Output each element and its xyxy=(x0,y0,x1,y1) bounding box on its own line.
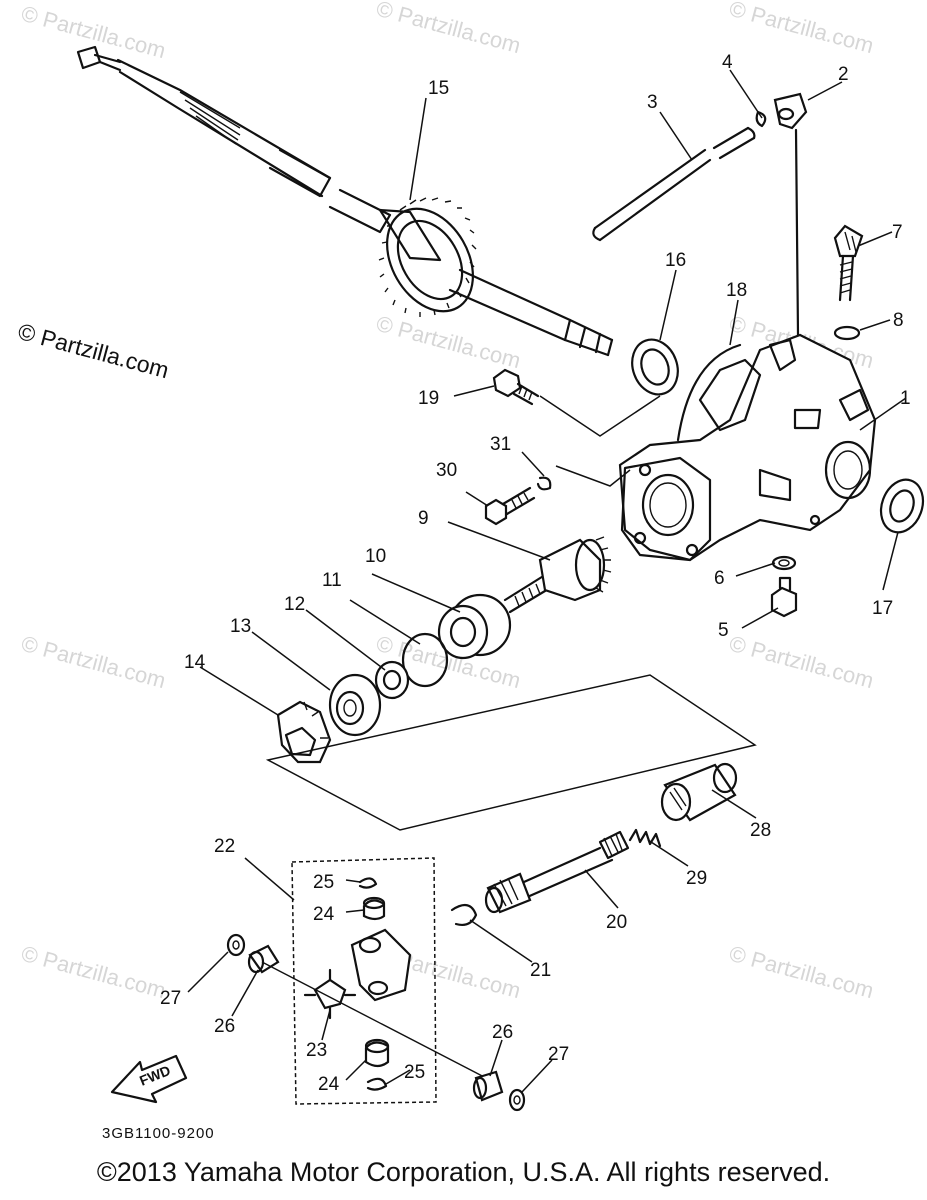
universal-joint-box xyxy=(291,857,437,1105)
callout-3: 3 xyxy=(647,92,658,113)
pinion-bearing xyxy=(437,593,512,660)
callout-14: 14 xyxy=(184,652,206,673)
circlip xyxy=(450,903,478,927)
hose-clip xyxy=(755,110,767,128)
callout-17: 17 xyxy=(872,598,893,619)
bearing-retainer xyxy=(276,700,332,764)
flange-bolt xyxy=(484,486,536,526)
callout-10: 10 xyxy=(365,546,386,567)
breather-hose xyxy=(592,126,756,242)
drain-plug xyxy=(770,576,798,618)
callout-23: 23 xyxy=(306,1040,327,1061)
lock-washer xyxy=(536,476,552,491)
pinion-gear xyxy=(503,536,612,614)
assembly-outline xyxy=(265,674,757,831)
dust-cap-right xyxy=(472,1070,504,1102)
callout-15: 15 xyxy=(428,78,449,99)
drive-shaft xyxy=(484,830,630,914)
copyright-notice: ©2013 Yamaha Motor Corporation, U.S.A. A… xyxy=(96,1157,831,1187)
o-ring xyxy=(833,325,861,341)
oil-seal xyxy=(631,338,679,396)
callout-4: 4 xyxy=(722,52,733,73)
callout-1: 1 xyxy=(900,388,911,409)
watermark: © Partzilla.com xyxy=(727,941,877,1004)
washer-left xyxy=(226,933,246,957)
callout-20: 20 xyxy=(606,912,627,933)
oil-seal-right xyxy=(879,478,925,534)
circlip-upper xyxy=(358,877,378,889)
watermark: © Partzilla.com xyxy=(374,0,524,58)
fwd-arrow-icon: FWD xyxy=(110,1054,188,1104)
bearing-cup-upper xyxy=(362,896,386,921)
fwd-label: FWD xyxy=(137,1062,173,1089)
callout-27-left: 27 xyxy=(160,988,181,1009)
bearing-cup-lower xyxy=(364,1038,390,1068)
watermark: © Partzilla.com xyxy=(19,941,169,1004)
callout-9: 9 xyxy=(418,508,429,529)
watermark: © Partzilla.com xyxy=(19,1,169,64)
callout-22: 22 xyxy=(214,836,235,857)
assembly-centerline xyxy=(261,961,491,1081)
circlip-lower xyxy=(366,1077,388,1091)
drawing-code: 3GB1100-9200 xyxy=(102,1125,215,1142)
callout-labels: 2 4 3 15 7 16 18 8 1 19 31 30 9 10 11 12… xyxy=(160,52,911,1095)
callout-25-upper: 25 xyxy=(313,872,334,893)
callout-16: 16 xyxy=(665,250,686,271)
watermark: © Partzilla.com xyxy=(727,0,877,58)
callout-12: 12 xyxy=(284,594,305,615)
axle-shaft xyxy=(76,45,614,357)
dust-cap-left xyxy=(247,944,280,974)
callout-19: 19 xyxy=(418,388,439,409)
callout-21: 21 xyxy=(530,960,551,981)
callout-2: 2 xyxy=(838,64,849,85)
yoke xyxy=(350,928,412,1002)
gasket-washer xyxy=(771,555,797,571)
callout-7: 7 xyxy=(892,222,903,243)
callout-27-right: 27 xyxy=(548,1044,569,1065)
large-o-ring xyxy=(676,343,742,442)
final-gear-case xyxy=(618,333,877,562)
callout-24-lower: 24 xyxy=(318,1074,340,1095)
ball-bearing xyxy=(328,673,382,737)
breather-joint xyxy=(773,92,808,337)
case-bolt xyxy=(492,368,540,406)
coupling-sleeve xyxy=(660,762,738,822)
callout-13: 13 xyxy=(230,616,251,637)
watermark: © Partzilla.com xyxy=(19,631,169,694)
vent-plug xyxy=(833,224,864,302)
washer-right xyxy=(508,1088,526,1112)
callout-31: 31 xyxy=(490,434,511,455)
shim-ring xyxy=(401,632,449,688)
callout-26-right: 26 xyxy=(492,1022,513,1043)
callout-8: 8 xyxy=(893,310,904,331)
watermark: © Partzilla.com xyxy=(727,631,877,694)
collar xyxy=(374,660,410,700)
callout-11: 11 xyxy=(322,570,342,591)
watermark: © Partzilla.com xyxy=(374,311,524,374)
callout-30: 30 xyxy=(436,460,457,481)
callout-29: 29 xyxy=(686,868,707,889)
callout-26-left: 26 xyxy=(214,1016,235,1037)
callout-28: 28 xyxy=(750,820,771,841)
callout-24-upper: 24 xyxy=(313,904,335,925)
leader-lines xyxy=(187,69,907,1093)
callout-25-lower: 25 xyxy=(404,1062,425,1083)
callout-6: 6 xyxy=(714,568,725,589)
coil-spring xyxy=(628,828,662,848)
callout-5: 5 xyxy=(718,620,729,641)
callout-18: 18 xyxy=(726,280,747,301)
